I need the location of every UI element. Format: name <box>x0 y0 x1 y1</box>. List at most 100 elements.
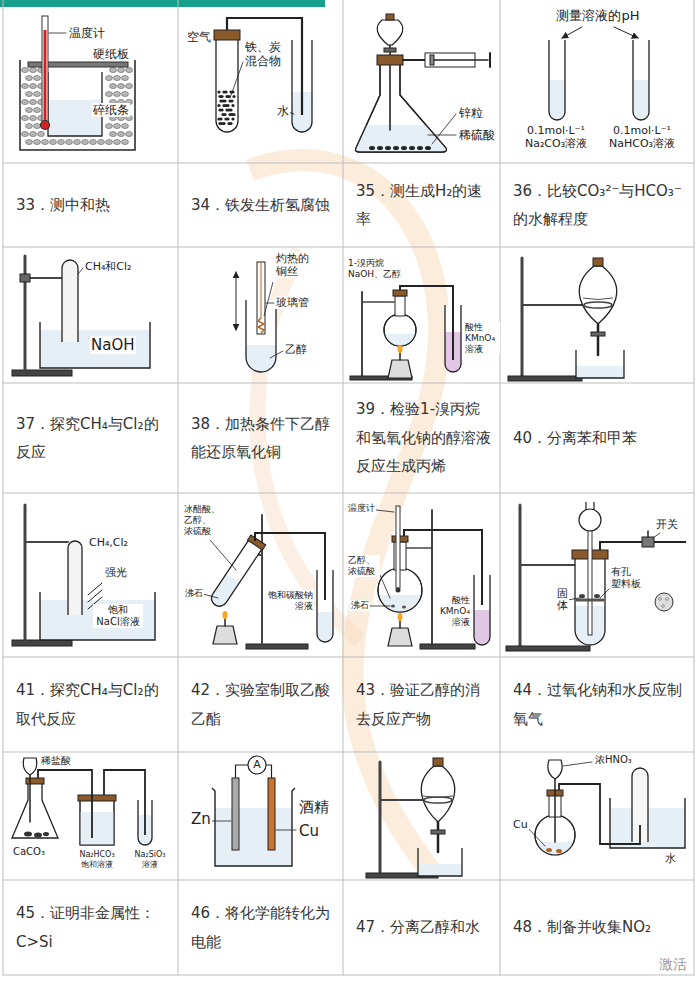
table-rule <box>3 163 694 164</box>
apparatus-part <box>232 778 239 850</box>
apparatus-line <box>614 27 638 38</box>
apparatus-part <box>579 509 601 531</box>
apparatus-part <box>385 146 391 150</box>
apparatus-line <box>577 599 603 602</box>
table-cell: 34．铁发生析氢腐蚀 <box>190 163 335 247</box>
apparatus-part <box>217 90 220 93</box>
part-label: 酸性 KMnO₄ 溶液 <box>435 595 471 627</box>
part-label: 0.1mol·L⁻¹ NaHCO₃溶液 <box>605 124 680 150</box>
apparatus-part <box>424 797 452 803</box>
apparatus-line <box>406 547 432 549</box>
apparatus-part <box>384 48 396 52</box>
apparatus-part <box>12 370 72 376</box>
apparatus-part <box>218 108 221 111</box>
apparatus-part <box>22 131 29 136</box>
apparatus-part <box>385 334 416 346</box>
apparatus-part <box>106 75 113 80</box>
apparatus-line <box>261 262 262 318</box>
apparatus-part <box>30 115 37 120</box>
apparatus-part <box>90 139 97 144</box>
apparatus-part <box>114 139 121 144</box>
apparatus-part <box>433 758 443 766</box>
apparatus-part <box>98 139 105 144</box>
table-cell: 46．将化学能转化为电能 <box>190 880 335 975</box>
table-cell: 35．测生成H₂的速率 <box>355 163 492 247</box>
apparatus-part <box>26 123 33 128</box>
apparatus-part <box>232 95 235 98</box>
part-label: 0.1mol·L⁻¹ Na₂CO₃溶液 <box>520 124 591 150</box>
apparatus-part <box>118 67 125 72</box>
apparatus-part <box>34 123 41 128</box>
part-label: NaOH <box>90 336 136 354</box>
apparatus-part <box>213 626 237 644</box>
apparatus-part <box>246 644 308 649</box>
part-label: 乙醇 <box>284 343 308 356</box>
part-label: 饱和 NaCl溶液 <box>93 604 143 628</box>
table-cell: 40．分离苯和甲苯 <box>512 383 686 493</box>
apparatus-part <box>222 104 225 107</box>
header-bar <box>0 0 325 7</box>
apparatus-part <box>221 113 224 116</box>
apparatus-part <box>257 262 265 334</box>
part-label: 空气 <box>186 30 212 44</box>
apparatus-part <box>228 99 231 102</box>
apparatus-part <box>559 784 640 844</box>
part-label: 开关 <box>655 518 679 531</box>
part-label: 沸石 <box>350 600 370 611</box>
apparatus-line <box>276 830 296 831</box>
apparatus-line <box>428 135 456 136</box>
apparatus-line <box>597 324 600 355</box>
apparatus-part <box>317 612 333 642</box>
apparatus-line <box>521 258 524 376</box>
apparatus-part <box>396 588 401 593</box>
part-label: CH₄和Cl₂ <box>84 260 133 273</box>
apparatus-part <box>584 302 612 308</box>
apparatus-line <box>379 762 382 873</box>
apparatus-line <box>369 606 390 607</box>
apparatus-part <box>106 91 113 96</box>
apparatus-part <box>26 91 33 96</box>
apparatus-line <box>230 62 243 98</box>
apparatus-part <box>225 108 228 111</box>
apparatus-line <box>519 505 522 648</box>
apparatus-part <box>80 812 114 845</box>
part-label: 测量溶液的pH <box>555 8 640 24</box>
apparatus-part <box>30 99 37 104</box>
apparatus-part <box>268 778 275 850</box>
apparatus-part <box>227 18 302 115</box>
table-cell: 42．实验室制取乙酸乙酯 <box>190 657 335 752</box>
apparatus-part <box>62 260 78 342</box>
apparatus-part <box>431 830 445 834</box>
apparatus-part <box>264 282 273 316</box>
apparatus-part <box>34 91 41 96</box>
apparatus-part <box>417 146 423 150</box>
apparatus-line <box>78 268 83 274</box>
apparatus-part <box>122 75 129 80</box>
apparatus-part <box>258 318 264 333</box>
table-cell: 43．验证乙醇的消去反应产物 <box>355 657 492 752</box>
part-label: 冰醋酸、 乙醇、 浓硫酸 <box>183 504 223 536</box>
apparatus-part <box>50 139 57 144</box>
apparatus-line <box>432 114 456 144</box>
apparatus-part <box>217 117 220 120</box>
watermark: 激活 <box>658 956 688 973</box>
apparatus-line <box>24 256 27 370</box>
apparatus-part <box>508 376 582 381</box>
apparatus-part <box>356 125 447 152</box>
apparatus-part <box>38 770 92 838</box>
apparatus-line <box>236 272 237 330</box>
apparatus-part <box>22 83 29 88</box>
apparatus-part <box>391 605 395 608</box>
apparatus-part <box>118 131 125 136</box>
apparatus-part <box>34 75 41 80</box>
apparatus-part <box>546 848 552 852</box>
apparatus-part <box>384 314 416 346</box>
table-rule <box>3 0 4 975</box>
apparatus-part <box>12 782 58 838</box>
apparatus-part <box>66 139 73 144</box>
apparatus-part <box>579 266 616 324</box>
apparatus-part <box>425 146 431 150</box>
apparatus-line <box>562 27 582 38</box>
part-label: 酒精 <box>298 798 330 816</box>
apparatus-part <box>225 95 228 98</box>
